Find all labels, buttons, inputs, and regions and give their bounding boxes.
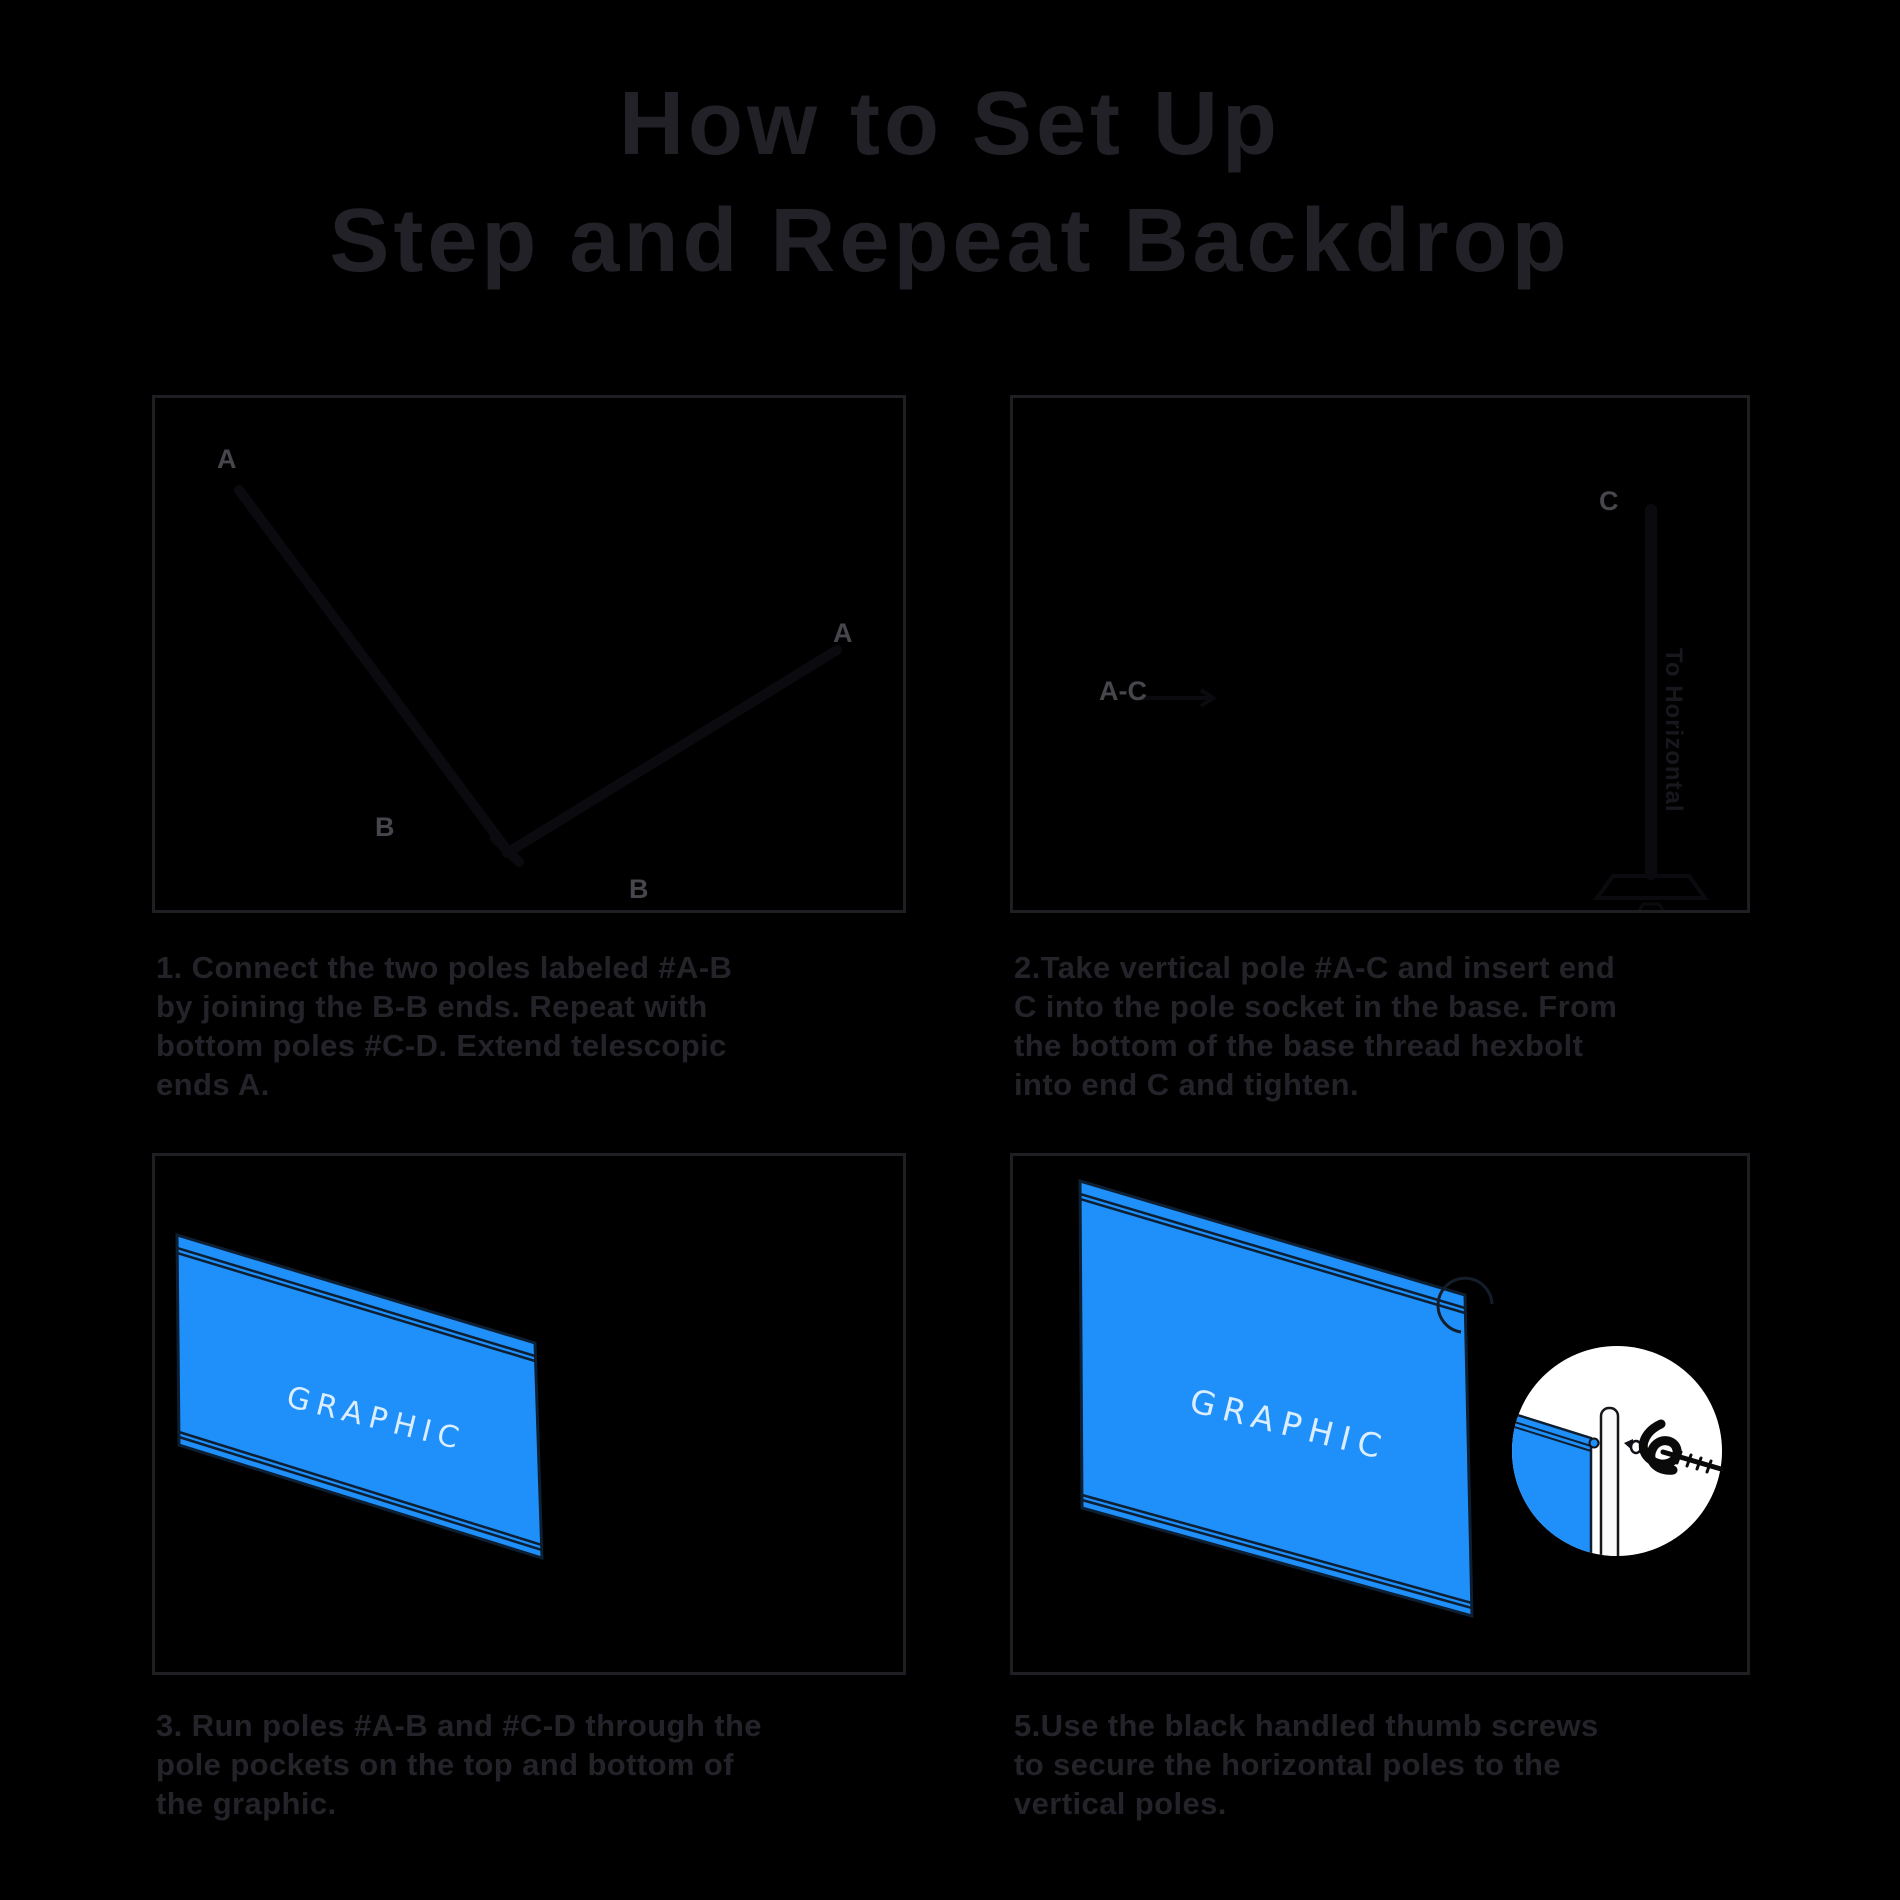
panel-step-3: GRAPHIC (152, 1153, 906, 1675)
caption-line: 2.Take vertical pole #A-C and insert end (1014, 950, 1616, 985)
caption-line: 1. Connect the two poles labeled #A-B (156, 950, 733, 985)
caption-line: to secure the horizontal poles to the (1014, 1747, 1562, 1782)
caption-line: pole pockets on the top and bottom of (156, 1747, 734, 1782)
vertical-pole-icon (1599, 1406, 1620, 1556)
label-pole-ac: A-C (1099, 676, 1147, 706)
arrow-icon (1133, 688, 1217, 708)
pole-pocket-lines-icon (1080, 1192, 1472, 1610)
caption-step-2: 2.Take vertical pole #A-C and insert end… (1014, 948, 1714, 1104)
pole-pocket-lines-icon (177, 1246, 542, 1552)
caption-line: bottom poles #C-D. Extend telescopic (156, 1028, 727, 1063)
callout-arc-icon (1436, 1276, 1494, 1334)
panel-step-1: A A B B (152, 395, 906, 913)
grommet-icon (1588, 1437, 1600, 1449)
hexbolt-icon (1637, 902, 1665, 910)
caption-line: C into the pole socket in the base. From (1014, 989, 1618, 1024)
caption-line: 3. Run poles #A-B and #C-D through the (156, 1708, 762, 1743)
label-end-a1: A (217, 444, 237, 474)
pole-cd-icon (502, 645, 842, 858)
caption-step-1: 1. Connect the two poles labeled #A-B by… (156, 948, 836, 1104)
pole-ab-icon (234, 485, 512, 855)
banner-illustration-large: GRAPHIC (1078, 1178, 1724, 1618)
label-end-b1: B (375, 812, 395, 842)
label-end-a2: A (833, 618, 853, 648)
banner-graphic-shape (175, 1232, 544, 1561)
banner-graphic-shape (1078, 1178, 1474, 1618)
banner-illustration-small: GRAPHIC (175, 1232, 544, 1561)
panel-step-2: C A-C To Horizontal (1010, 395, 1750, 913)
page-title: How to Set Up Step and Repeat Backdrop (0, 66, 1900, 300)
caption-step-3: 3. Run poles #A-B and #C-D through the p… (156, 1706, 856, 1823)
label-to-horizontal: To Horizontal (1660, 648, 1687, 813)
pole-joint-icon (490, 833, 524, 867)
screw-icon (1624, 1439, 1643, 1455)
caption-line: 5.Use the black handled thumb screws (1014, 1708, 1599, 1743)
base-plate-icon (1593, 874, 1709, 900)
caption-line: the graphic. (156, 1786, 337, 1821)
panel-step-4: GRAPHIC (1010, 1153, 1750, 1675)
caption-line: by joining the B-B ends. Repeat with (156, 989, 708, 1024)
page-title-line1: How to Set Up (619, 74, 1281, 174)
pocket-lines-detail-icon (1512, 1419, 1592, 1452)
page-title-line2: Step and Repeat Backdrop (329, 191, 1571, 291)
label-end-c: C (1599, 486, 1619, 516)
thumb-screw-icon (1638, 1419, 1724, 1475)
caption-line: the bottom of the base thread hexbolt (1014, 1028, 1584, 1063)
caption-step-4: 5.Use the black handled thumb screws to … (1014, 1706, 1714, 1823)
label-end-b2: B (629, 874, 649, 904)
caption-line: into end C and tighten. (1014, 1067, 1359, 1102)
pole-assembly-illustration (234, 485, 842, 867)
base-assembly-illustration (1133, 504, 1709, 910)
caption-line: vertical poles. (1014, 1786, 1227, 1821)
banner-corner-detail (1512, 1410, 1593, 1556)
caption-line: ends A. (156, 1067, 270, 1102)
